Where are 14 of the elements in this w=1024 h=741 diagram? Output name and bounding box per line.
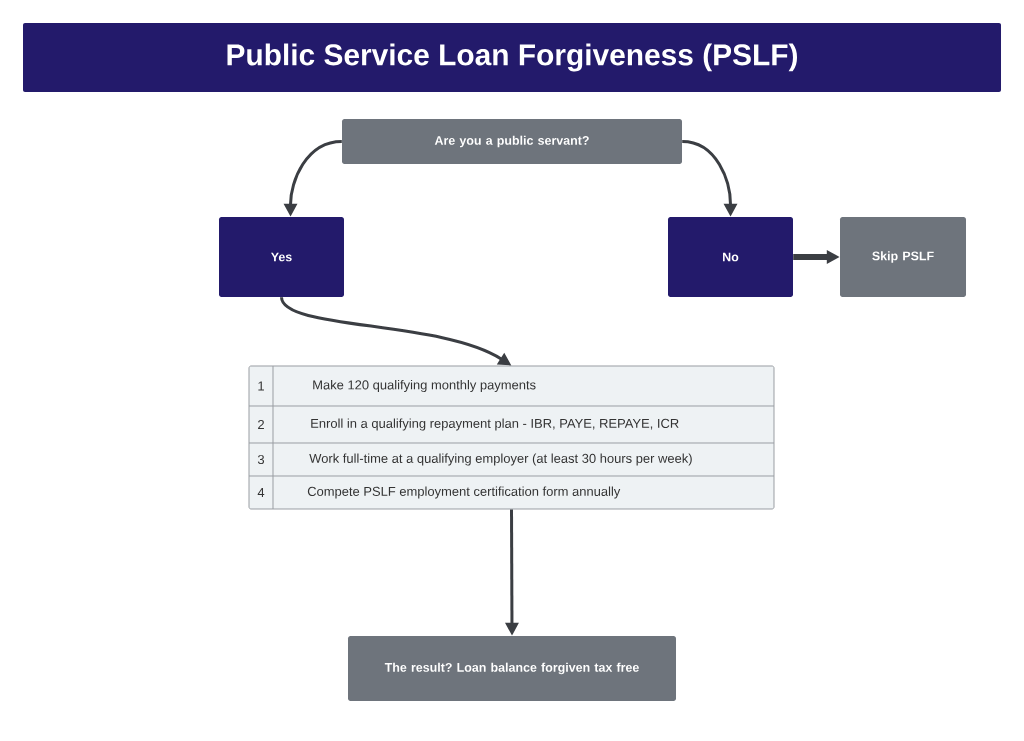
step-text: Enroll in a qualifying repayment plan - IBR, PAYE, REPAYE, ICR — [311, 418, 679, 431]
step-text: Make 120 qualifying monthly payments — [313, 379, 536, 393]
step-number: 1 — [258, 381, 264, 391]
step-number: 2 — [258, 419, 264, 429]
step-text: Work full-time at a qualifying employer (at least 30 hours per week) — [309, 453, 692, 466]
answer-box: Yes — [219, 217, 344, 297]
answer-box: No — [668, 217, 793, 297]
result-box: The result? Loan balance forgiven tax free — [348, 636, 676, 701]
step-number: 3 — [257, 454, 265, 465]
step-text: Compete PSLF employment certification form annually — [307, 486, 621, 499]
title-banner: Public Service Loan Forgiveness (PSLF) — [23, 23, 1001, 92]
question-box: Are you a public servant? — [342, 119, 682, 164]
process-box: Skip PSLF — [840, 217, 966, 297]
step-number: 4 — [257, 488, 265, 497]
